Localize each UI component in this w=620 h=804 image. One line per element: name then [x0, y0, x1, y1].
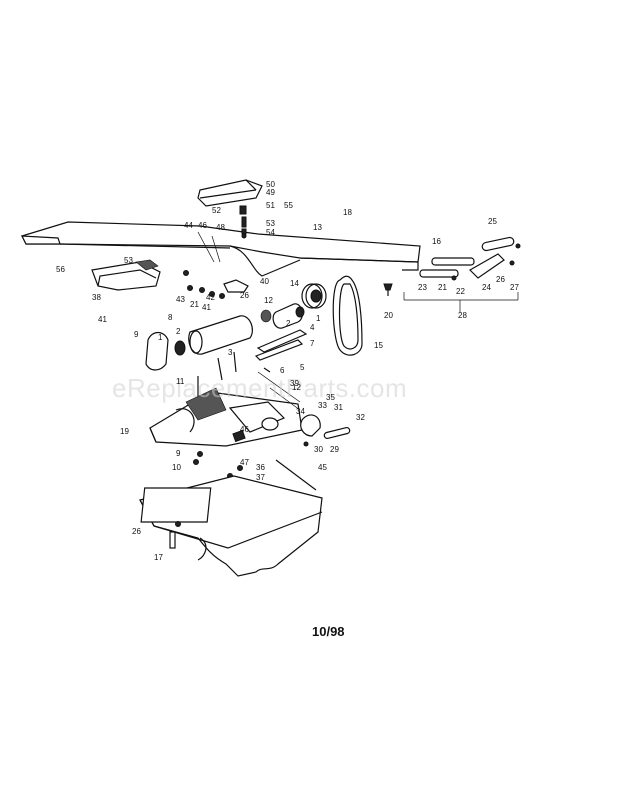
part-label-33: 33 [318, 401, 327, 410]
drive-belt [332, 275, 363, 356]
part-label-42: 42 [206, 293, 215, 302]
part-label-50: 50 [266, 180, 275, 189]
part-label-31: 31 [334, 403, 343, 412]
cutterhead-guard [91, 259, 161, 291]
part-label-49: 49 [266, 188, 275, 197]
part-label-47: 47 [240, 458, 249, 467]
part-label-2: 2 [176, 327, 181, 336]
planer-knives [254, 329, 308, 373]
watermark-text: eReplacementParts.com [112, 373, 407, 403]
part-label-26: 26 [132, 527, 141, 536]
part-label-37: 37 [256, 473, 265, 482]
part-label-28: 28 [458, 311, 467, 320]
part-label-24: 24 [482, 283, 491, 292]
part-label-23: 23 [418, 283, 427, 292]
infeed-table [21, 221, 421, 277]
part-label-20: 20 [384, 311, 393, 320]
part-label-46: 46 [198, 221, 207, 230]
fence-hardware [239, 205, 247, 239]
part-label-13: 13 [313, 223, 322, 232]
part-label-22: 22 [456, 287, 465, 296]
part-label-36: 36 [256, 463, 265, 472]
part-label-44: 44 [184, 221, 193, 230]
part-label-53: 53 [124, 256, 133, 265]
part-label-12: 12 [292, 383, 301, 392]
part-label-18: 18 [343, 208, 352, 217]
part-label-30: 30 [314, 445, 323, 454]
planer-stand [139, 475, 323, 577]
fence-pad [197, 179, 263, 207]
part-label-5: 5 [300, 363, 305, 372]
part-label-55: 55 [284, 201, 293, 210]
part-label-8: 8 [168, 313, 173, 322]
part-label-9: 9 [134, 330, 139, 339]
part-label-54: 54 [266, 228, 275, 237]
part-label-1: 1 [316, 314, 321, 323]
part-label-35: 35 [326, 393, 335, 402]
part-label-4: 4 [310, 323, 315, 332]
cutterhead-assembly [145, 303, 305, 412]
part-label-43: 43 [176, 295, 185, 304]
rod-assembly [403, 236, 521, 312]
part-label-17: 17 [154, 553, 163, 562]
part-label-16: 16 [432, 237, 441, 246]
part-label-26: 26 [496, 275, 505, 284]
part-label-52: 52 [212, 206, 221, 215]
date-code: 10/98 [312, 624, 345, 639]
part-label-41: 41 [202, 303, 211, 312]
part-label-14: 14 [290, 279, 299, 288]
part-label-40: 40 [260, 277, 269, 286]
part-label-3: 3 [228, 348, 233, 357]
part-label-1: 1 [158, 333, 163, 342]
part-label-32: 32 [356, 413, 365, 422]
part-label-38: 38 [92, 293, 101, 302]
part-label-15: 15 [374, 341, 383, 350]
part-label-56: 56 [56, 265, 65, 274]
part-label-26: 26 [240, 291, 249, 300]
part-label-21: 21 [190, 300, 199, 309]
base-hardware [193, 451, 317, 491]
part-label-25: 25 [488, 217, 497, 226]
part-label-39: 39 [290, 379, 299, 388]
part-label-48: 48 [216, 223, 225, 232]
part-label-10: 10 [172, 463, 181, 472]
part-label-2: 2 [286, 319, 291, 328]
height-crank [300, 414, 351, 447]
part-label-27: 27 [510, 283, 519, 292]
part-label-19: 19 [120, 427, 129, 436]
part-label-6: 6 [280, 366, 285, 375]
adjust-knob [383, 283, 393, 296]
part-label-21: 21 [438, 283, 447, 292]
part-label-7: 7 [310, 339, 315, 348]
part-label-53: 53 [266, 219, 275, 228]
part-label-9: 9 [176, 449, 181, 458]
fence-bracket-cluster [183, 231, 249, 299]
part-label-29: 29 [330, 445, 339, 454]
part-label-34: 34 [296, 407, 305, 416]
part-label-51: 51 [266, 201, 275, 210]
part-label-45: 45 [318, 463, 327, 472]
part-label-46: 46 [240, 425, 249, 434]
part-label-11: 11 [176, 377, 185, 386]
part-label-12: 12 [264, 296, 273, 305]
part-label-41: 41 [98, 315, 107, 324]
drive-pulley [301, 283, 327, 309]
